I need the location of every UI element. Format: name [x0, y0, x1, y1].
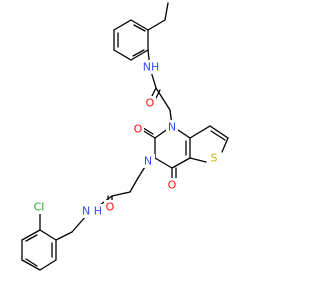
label-bg [141, 154, 155, 168]
cl-group: Cl [28, 200, 50, 214]
double-bond-second-line [210, 130, 226, 141]
o-c2-group: O [132, 122, 144, 136]
atom-label-o-c2: O [134, 123, 143, 136]
bond [21, 229, 41, 241]
bond [154, 157, 173, 169]
molecule-structure-diagram: NH O N O N O S O [21, 2, 229, 271]
n1-group: N [166, 120, 178, 134]
o-amide-bottom-group: O [104, 200, 116, 214]
label-bg [208, 151, 220, 165]
nh-bottom-group: N H [80, 204, 104, 218]
atom-label-s: S [211, 152, 218, 165]
atom-label-o-amide-bottom: O [106, 201, 115, 214]
label-bg [140, 60, 162, 74]
atom-label-n1: N [168, 121, 176, 134]
bond [221, 137, 229, 153]
label-bg [166, 178, 178, 192]
bond [130, 49, 149, 61]
bond [164, 2, 169, 21]
label-bg [80, 204, 104, 218]
bond [39, 229, 57, 241]
label-bg [166, 120, 178, 134]
bond [189, 157, 207, 163]
o-c4-group: O [166, 178, 178, 192]
bond [113, 19, 132, 31]
aromatic-inner-bond [25, 234, 38, 242]
bond [55, 231, 73, 241]
nh-top-group: NH [140, 60, 162, 74]
label-bg [144, 96, 156, 110]
atom-label-n3: N [144, 155, 152, 168]
aromatic-inner-bond [25, 258, 38, 267]
bond [189, 125, 211, 139]
bond [147, 19, 166, 31]
n3-group: N [141, 154, 155, 168]
bond [111, 191, 131, 197]
bond [130, 19, 149, 31]
atom-label-nh-top: NH [143, 61, 160, 74]
bond [155, 87, 171, 111]
s-group: S [208, 151, 220, 165]
atom-label-o-c4: O [168, 179, 177, 192]
atom-label-layer: NH O N O N O S O [28, 60, 220, 218]
bond [141, 129, 156, 139]
bond [171, 157, 191, 169]
bond-layer [21, 2, 229, 271]
o-amide-top-group: O [144, 96, 156, 110]
bond [113, 49, 132, 61]
atom-label-nh-bottom: N H [82, 205, 102, 218]
bond [39, 259, 57, 271]
label-bg [132, 122, 144, 136]
atom-label-o-amide-top: O [146, 97, 155, 110]
bond [129, 177, 139, 193]
aromatic-inner-bond [132, 49, 145, 57]
atom-label-cl: Cl [34, 201, 45, 214]
label-bg [104, 200, 116, 214]
bond [209, 125, 229, 139]
bond [21, 259, 41, 271]
label-bg [28, 200, 50, 214]
aromatic-inner-bond [133, 24, 146, 32]
bond [71, 215, 87, 233]
